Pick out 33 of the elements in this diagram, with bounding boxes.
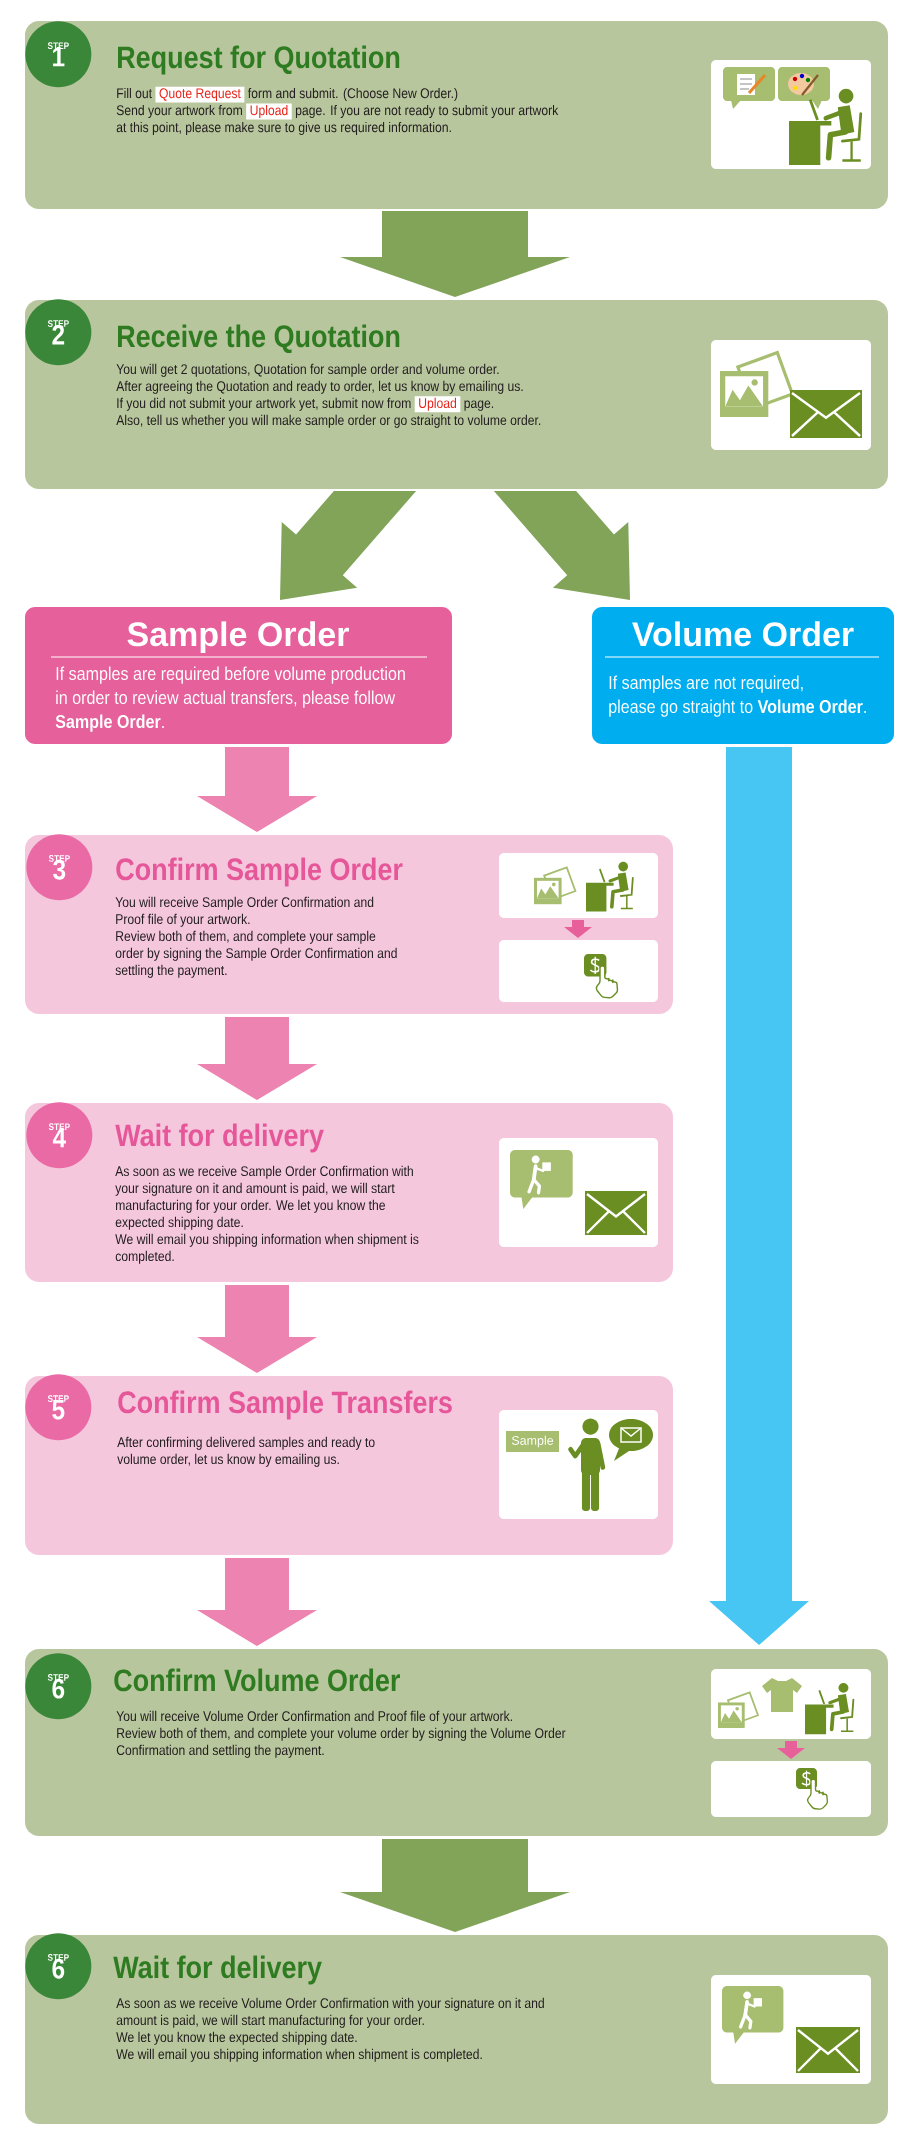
step-title: Wait for delivery	[115, 1123, 324, 1153]
arrow	[280, 491, 417, 600]
arrow	[197, 1285, 317, 1373]
link-button: Upload	[414, 396, 461, 413]
arrow	[709, 747, 809, 1645]
step-title: Confirm Sample Transfers	[118, 1390, 452, 1420]
arrow	[564, 920, 592, 938]
order-text: If samples are not required, please go straight to Volume Order.	[609, 675, 866, 717]
order-text: If samples are required before volume production in order to review actual transfers, please follow Sample Order.	[55, 666, 405, 732]
sign-board: Sample	[506, 1431, 559, 1452]
step-badge: STEP 1	[25, 21, 92, 88]
order-title: Sample Order	[127, 621, 349, 654]
link-button: Upload	[246, 103, 292, 120]
order-title: Volume Order	[632, 621, 854, 647]
arrow	[493, 491, 630, 600]
arrow	[777, 1741, 805, 1759]
step-title: Confirm Sample Order	[116, 857, 403, 887]
arrow	[197, 1017, 317, 1100]
step-text: You will receive Sample Order Confirmation and Proof file of your artwork. Review both of them, and complete your sample order by signing the Sample Order Confirmation and settling the payment.	[115, 896, 397, 978]
step-title: Request for Quotation	[118, 45, 400, 75]
step-text: After confirming delivered samples and ready to volume order, let us know by emailing us.	[117, 1436, 375, 1467]
arrow	[340, 211, 570, 297]
arrow	[197, 747, 317, 832]
arrow	[197, 1558, 317, 1646]
step-title: Wait for delivery	[113, 1955, 322, 1985]
step-text: You will receive Volume Order Confirmation and Proof file of your artwork. Review both of them, and complete your volume order by signing the Volume Order Confirmation and settling the payment.	[116, 1710, 566, 1758]
step-text: Fill out Quote Request form and submit. (Choose New Order.) Send your artwork from Upload page. If you are not ready to submit your artwork at this point, please make sure to give us required information.	[116, 86, 559, 135]
step-text: You will get 2 quotations, Quotation for sample order and volume order. After agreeing the Quotation and ready to order, let us know by emailing us. If you did not submit your artwork yet, submit now from Upload page. Also, tell us whether you will make sample order or go straight to volume order.	[116, 363, 541, 428]
arrow	[340, 1839, 570, 1932]
step-text: As soon as we receive Sample Order Confirmation with your signature on it and amount is paid, we will start manufacturing for your order. We let you know the expected shipping date. We will email you shipping information when shipment is completed.	[115, 1165, 419, 1264]
step-title: Receive the Quotation	[118, 324, 400, 354]
step-text: As soon as we receive Volume Order Confirmation with your signature on it and amount is paid, we will start manufacturing for your order. We let you know the expected shipping date. We will email you shipping information when shipment is completed.	[116, 1997, 544, 2062]
step-title: Confirm Volume Order	[114, 1668, 400, 1692]
